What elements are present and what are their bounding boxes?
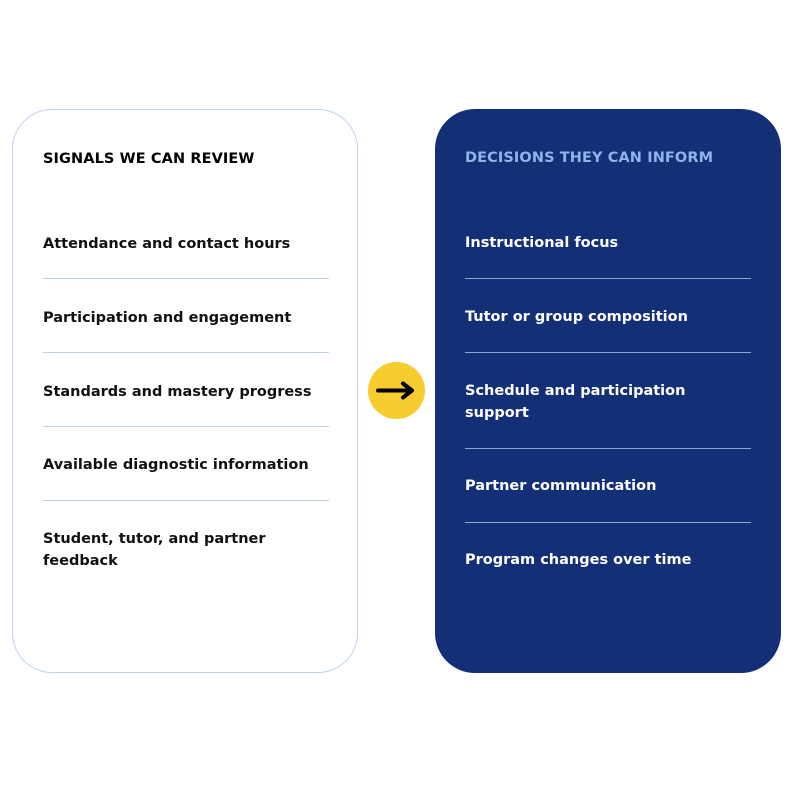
signal-item-attendance: Attendance and contact hours: [43, 236, 291, 252]
signals-title: SIGNALS WE CAN REVIEW: [43, 151, 255, 167]
right-arrow-icon: [376, 381, 414, 400]
divider: [465, 522, 751, 523]
divider: [43, 426, 329, 427]
decisions-title: DECISIONS THEY CAN INFORM: [465, 150, 714, 166]
signals-card: SIGNALS WE CAN REVIEW Attendance and con…: [12, 109, 358, 673]
decision-item-partner-comm: Partner communication: [465, 478, 657, 494]
divider: [43, 500, 329, 501]
divider: [465, 352, 751, 353]
decisions-card: DECISIONS THEY CAN INFORM Instructional …: [435, 109, 781, 673]
decision-item-instructional: Instructional focus: [465, 235, 619, 251]
signal-item-standards: Standards and mastery progress: [43, 384, 312, 400]
decision-item-schedule: Schedule and participation support: [465, 383, 686, 421]
arrow-connector: [368, 362, 425, 419]
divider: [465, 278, 751, 279]
signal-item-diagnostic: Available diagnostic information: [43, 457, 309, 473]
decision-item-program-changes: Program changes over time: [465, 552, 692, 568]
signal-item-participation: Participation and engagement: [43, 310, 292, 326]
divider: [43, 278, 329, 279]
divider: [465, 448, 751, 449]
divider: [43, 352, 329, 353]
signal-item-feedback: Student, tutor, and partner feedback: [43, 531, 266, 569]
decision-item-tutor-group: Tutor or group composition: [465, 309, 688, 325]
